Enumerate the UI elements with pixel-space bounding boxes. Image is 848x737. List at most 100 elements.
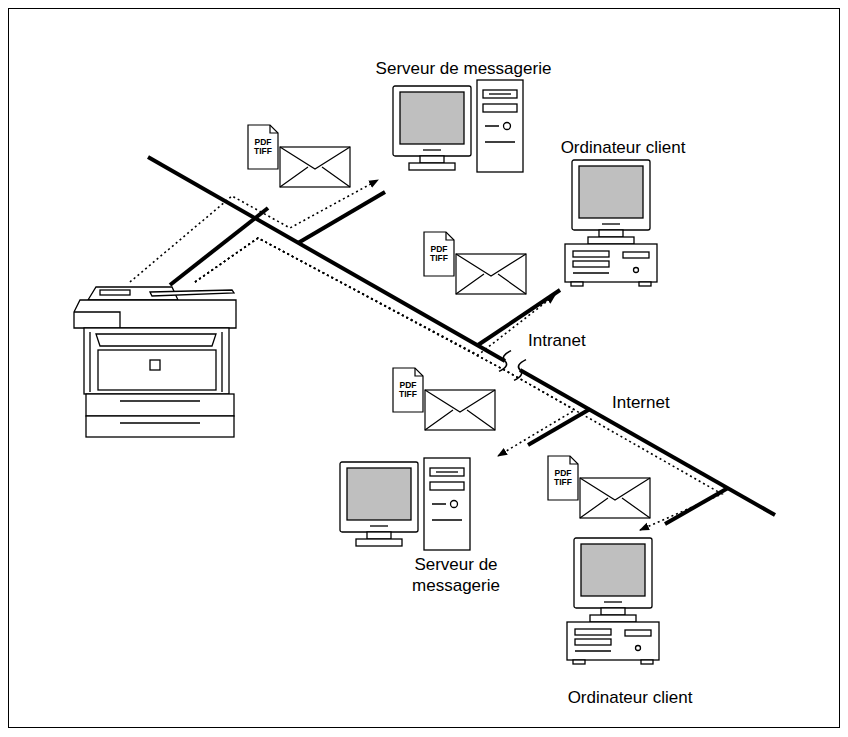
document-envelope-icon: [248, 125, 350, 187]
monitor-icon: [574, 538, 652, 622]
printer-illustration: [150, 290, 234, 296]
file-format-label: PDF TIFF: [395, 381, 421, 399]
printer-illustration: [120, 422, 200, 423]
desktop-case-icon: [636, 646, 641, 651]
network-line: [528, 409, 590, 445]
tower-icon: [485, 126, 515, 142]
client-computer-node: Ordinateur client: [550, 530, 710, 715]
desktop-case-icon: [575, 650, 611, 651]
monitor-icon: [423, 149, 441, 150]
network-break: [499, 351, 526, 381]
document-envelope-icon: [393, 368, 423, 412]
monitor-icon: [602, 223, 620, 224]
client-computer-node: Ordinateur client: [548, 135, 698, 295]
printer-illustration: [90, 332, 222, 392]
network-break: [514, 360, 526, 381]
document-envelope-icon: [580, 478, 650, 518]
tower-icon: [436, 471, 458, 472]
dotted-flow-arrow: [195, 238, 555, 355]
desktop-case-icon: [641, 660, 653, 664]
tower-icon: [430, 468, 464, 476]
monitor-icon: [340, 462, 418, 546]
document-envelope-icon: [280, 147, 350, 187]
document-envelope-icon: [456, 254, 526, 294]
document-envelope-icon: [424, 232, 454, 276]
document-envelope-icon: [425, 390, 495, 430]
document-envelope-icon: [393, 368, 495, 430]
monitor-icon: [599, 230, 623, 237]
network-line: [170, 208, 268, 285]
document-envelope-icon: [570, 456, 578, 464]
tower-icon: [424, 458, 470, 550]
monitor-icon: [409, 163, 455, 170]
printer-illustration: [120, 400, 200, 401]
document-envelope-icon: [248, 125, 278, 169]
tower-icon: [430, 482, 464, 490]
network-break: [499, 351, 511, 372]
dotted-flow-arrow: [195, 238, 722, 530]
tower-icon: [483, 90, 517, 98]
tower-icon: [504, 123, 511, 130]
desktop-case-icon: [573, 251, 609, 257]
tower-icon: [477, 80, 523, 172]
network-line: [298, 192, 385, 243]
desktop-case-icon: [571, 282, 583, 286]
monitor-icon: [574, 538, 652, 608]
desktop-case-icon: [634, 268, 639, 273]
node-label: Ordinateur client: [550, 687, 710, 708]
monitor-icon: [367, 532, 391, 539]
monitor-icon: [393, 86, 471, 156]
network-line: [148, 157, 775, 524]
tower-icon: [432, 504, 462, 520]
desktop-case-icon: [639, 282, 651, 286]
tower-icon: [489, 93, 511, 94]
tower-icon: [483, 104, 517, 112]
document-envelope-icon: [456, 254, 526, 294]
document-envelope-icon: [424, 232, 526, 294]
monitor-icon: [340, 462, 418, 532]
desktop-case-icon: [573, 261, 609, 267]
document-envelope-icon: [446, 232, 454, 240]
node-label: Serveur de messagerie: [407, 554, 505, 596]
printer-illustration: [74, 287, 236, 437]
monitor-icon: [579, 166, 643, 218]
network-label: Intranet: [528, 330, 618, 351]
dotted-flow-arrow: [195, 238, 575, 456]
monitor-icon: [590, 615, 636, 622]
node-label: Ordinateur client: [548, 137, 698, 158]
document-envelope-icon: [280, 147, 350, 187]
monitor-icon: [370, 525, 388, 526]
printer-illustration: [86, 394, 234, 416]
document-envelope-icon: [270, 125, 278, 133]
desktop-case-icon: [565, 244, 657, 286]
monitor-icon: [572, 160, 650, 230]
desktop-case-icon: [575, 639, 611, 645]
file-format-label: PDF TIFF: [250, 138, 276, 156]
printer-illustration: [100, 290, 130, 295]
tower-icon: [477, 80, 523, 172]
mail-server-node: Serveur de messagerie: [335, 452, 505, 610]
printer-illustration: [96, 334, 216, 346]
monitor-icon: [581, 544, 645, 596]
monitor-icon: [400, 92, 464, 144]
tower-icon: [424, 458, 470, 550]
printer-illustration: [150, 360, 160, 370]
document-envelope-icon: [415, 368, 423, 376]
file-format-label: PDF TIFF: [550, 469, 576, 487]
document-envelope-icon: [580, 478, 650, 518]
printer-illustration: [98, 350, 216, 390]
dotted-flow-arrow: [130, 180, 378, 282]
desktop-case-icon: [567, 622, 659, 664]
mail-server-node: Serveur de messagerie: [375, 55, 552, 180]
monitor-icon: [572, 160, 650, 244]
printer-node: [68, 282, 242, 438]
frame: [9, 9, 840, 728]
document-envelope-icon: [548, 456, 578, 500]
monitor-icon: [420, 156, 444, 163]
monitor-icon: [604, 601, 622, 602]
document-envelope-icon: [548, 456, 650, 518]
monitor-icon: [347, 468, 411, 520]
